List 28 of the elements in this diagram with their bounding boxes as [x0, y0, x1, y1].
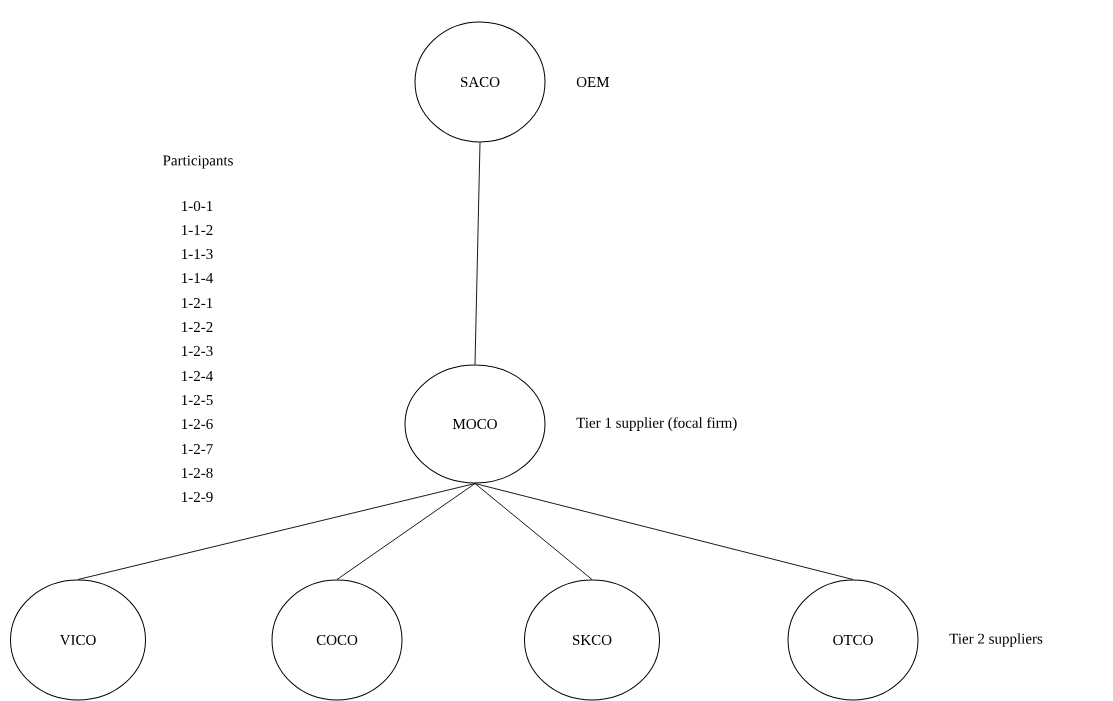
participant-id: 1-1-4 — [182, 273, 213, 283]
connector-line — [474, 483, 593, 580]
beside-label: Tier 2 suppliers — [949, 633, 1043, 647]
ellipse-node: COCO — [271, 579, 403, 701]
participant-id: 1-2-4 — [182, 371, 213, 381]
ellipse-node: SKCO — [524, 579, 660, 701]
connector-line — [77, 483, 476, 580]
list-heading: Participants — [163, 155, 233, 169]
participant-id: 1-1-2 — [182, 225, 213, 235]
beside-label: OEM — [576, 76, 610, 88]
ellipse-node: VICO — [10, 579, 146, 701]
ellipse-node: MOCO — [404, 364, 546, 484]
ellipse-node: SACO — [414, 21, 546, 143]
ellipse-node: OTCO — [787, 579, 919, 701]
beside-label: Tier 1 supplier (focal firm) — [576, 417, 737, 431]
participant-id: 1-2-5 — [182, 394, 213, 406]
participant-id: 1-2-6 — [182, 418, 213, 430]
participant-id: 1-2-7 — [182, 444, 213, 454]
connector-line — [336, 483, 476, 580]
connector-line — [474, 142, 481, 365]
participant-id: 1-2-2 — [182, 322, 213, 332]
participant-id: 1-0-1 — [182, 200, 213, 212]
participant-id: 1-2-9 — [182, 491, 213, 503]
participant-id: 1-2-3 — [182, 345, 213, 357]
participant-id: 1-2-8 — [182, 467, 213, 479]
participant-id: 1-2-1 — [182, 298, 213, 308]
connector-line — [474, 483, 854, 580]
participant-id: 1-1-3 — [182, 248, 213, 260]
